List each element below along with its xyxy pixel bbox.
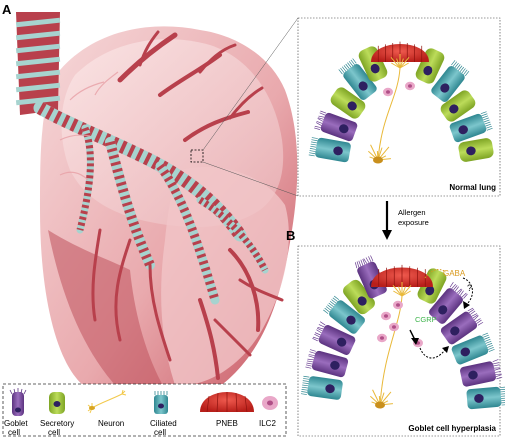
- allergen-transition: Allergen exposure: [382, 201, 429, 240]
- legend-secretory-line2: cell: [48, 428, 60, 437]
- legend-neuron-label: Neuron: [98, 419, 124, 428]
- legend-ilc2-swatch: [262, 396, 278, 410]
- panel-a-letter: A: [2, 2, 12, 17]
- legend: Goblet cell Secretory cell Neuron Ciliat…: [3, 384, 286, 437]
- unknown-label: ?: [467, 283, 472, 293]
- ilc2-cell: [393, 301, 403, 310]
- ilc2-cell: [381, 312, 391, 321]
- panel-a-caption: Normal lung: [449, 183, 496, 192]
- panel-b-caption: Goblet cell hyperplasia: [408, 424, 496, 433]
- legend-secretory-swatch: [49, 392, 65, 414]
- cgrp-label: CGRP: [415, 315, 437, 324]
- legend-goblet-line1: Goblet: [4, 419, 28, 428]
- panel-a: Normal lung: [298, 18, 500, 196]
- allergen-label: Allergen: [398, 208, 426, 217]
- ilc2-cell: [377, 334, 387, 343]
- legend-ciliated-line1: Ciliated: [150, 419, 177, 428]
- exposure-label: exposure: [398, 218, 429, 227]
- legend-ciliated-line2: cell: [154, 428, 166, 437]
- legend-goblet-line2: cell: [8, 428, 20, 437]
- gaba-label: GABA: [443, 269, 466, 278]
- panel-b: GABA ? CGRP Goblet cell hyperplasia: [298, 246, 505, 436]
- trachea: [16, 12, 60, 115]
- lung-illustration: [16, 12, 298, 410]
- panel-b-letter: B: [286, 228, 295, 243]
- legend-ilc2-label: ILC2: [259, 419, 276, 428]
- ilc2-cell: [389, 323, 399, 332]
- legend-secretory-line1: Secretory: [40, 419, 74, 428]
- legend-pneb-label: PNEB: [216, 419, 238, 428]
- ilc2-cell: [383, 88, 393, 97]
- ilc2-cell: [405, 82, 415, 91]
